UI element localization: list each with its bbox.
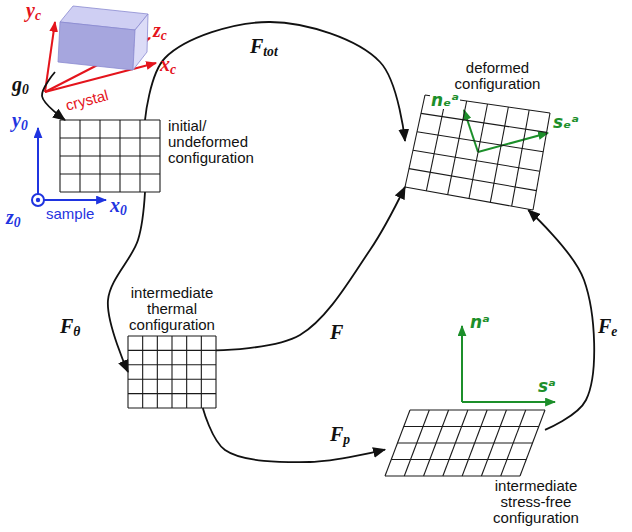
configuration-label: initial/ undeformed configuration <box>168 118 268 166</box>
x0-axis <box>38 199 106 201</box>
grid-line <box>391 459 526 460</box>
axis-label: y0 <box>12 110 28 130</box>
deformed-grid: deformed configuration <box>405 95 550 210</box>
thermal-grid: intermediate thermal configuration <box>128 336 216 408</box>
grid-line <box>128 379 216 380</box>
grid-line <box>410 409 545 410</box>
cube-side-face <box>133 14 148 70</box>
grid-line <box>128 364 216 365</box>
s-vector <box>462 401 555 403</box>
y0-axis <box>37 128 39 200</box>
grid-line <box>413 150 540 171</box>
grid-line <box>409 169 536 191</box>
grid-line <box>186 336 187 408</box>
grid-line <box>405 95 425 187</box>
z0-axis-dot <box>36 198 40 202</box>
axis-label: zc <box>153 20 167 40</box>
grid-line <box>426 98 446 191</box>
sample-axes <box>32 128 106 206</box>
n-vector <box>461 326 463 402</box>
mapping-arrow <box>108 192 145 372</box>
vector-label: nᵃ <box>470 314 490 331</box>
axis-label: yc <box>26 0 41 20</box>
mapping-arrow <box>528 210 594 430</box>
map-symbol: Fθ <box>60 316 80 336</box>
grid-line <box>60 173 160 174</box>
grid-line <box>142 336 143 408</box>
grid-line <box>60 191 160 192</box>
grid-line <box>469 104 488 199</box>
configuration-label: intermediate stress-free configuration <box>477 478 595 526</box>
mapping-arrow <box>42 72 65 120</box>
axis-label: z0 <box>6 207 21 227</box>
grid-line <box>490 107 508 202</box>
vector-label: sₑᵃ <box>553 114 579 131</box>
frame-name: sample <box>46 206 94 221</box>
grid-line <box>215 336 216 408</box>
grid-line <box>128 407 216 408</box>
grid-line <box>60 119 160 120</box>
yc-axis <box>45 22 55 92</box>
vector-label: nₑᵃ <box>430 92 460 109</box>
configuration-label: intermediate thermal configuration <box>113 285 231 333</box>
vector-label: sᵃ <box>538 378 556 395</box>
mapping-arrow <box>203 408 385 462</box>
grid-line <box>448 101 467 195</box>
ne-vector <box>464 110 478 152</box>
grid-line <box>60 137 160 138</box>
grid-line <box>60 155 160 156</box>
grid-line <box>512 110 530 206</box>
configuration-label: deformed configuration <box>445 60 550 92</box>
thermal-grid-drawing <box>128 336 216 408</box>
map-symbol: g0 <box>12 74 29 94</box>
se-vector <box>478 133 548 152</box>
stress-free-grid: intermediate stress-free configuration <box>385 410 545 476</box>
grid-line <box>421 113 547 132</box>
grid-line <box>398 442 533 443</box>
grid-line <box>128 350 216 351</box>
cube-front-face <box>58 22 135 70</box>
z0-axis-circle <box>32 194 44 206</box>
axis-label: x0 <box>110 195 127 215</box>
stress-free-grid-drawing <box>385 410 545 476</box>
grid-line <box>128 393 216 394</box>
crystal-cube: crystal <box>55 4 150 72</box>
grid-line <box>157 336 158 408</box>
grid-line <box>417 132 543 152</box>
axis-label: xc <box>160 54 176 74</box>
undeformed-grid-drawing <box>60 120 160 192</box>
mapping-arrow <box>216 187 405 350</box>
map-symbol: Ftot <box>250 36 278 56</box>
grid-line <box>201 336 202 408</box>
grid-line <box>533 113 550 210</box>
deformed-grid-drawing <box>405 95 550 210</box>
grid-line <box>171 336 172 408</box>
undeformed-grid: initial/ undeformed configuration <box>60 120 160 192</box>
grid-line <box>127 336 128 408</box>
map-symbol: Fe <box>598 316 617 336</box>
map-symbol: Fp <box>330 424 350 444</box>
grid-line <box>128 335 216 336</box>
slip-vectors <box>462 110 555 402</box>
grid-line <box>385 475 520 476</box>
grid-line <box>405 187 533 210</box>
crystal-cube-drawing <box>55 4 150 72</box>
map-symbol: F <box>330 322 343 342</box>
grid-line <box>404 426 539 427</box>
configuration-label: crystal <box>64 82 128 114</box>
